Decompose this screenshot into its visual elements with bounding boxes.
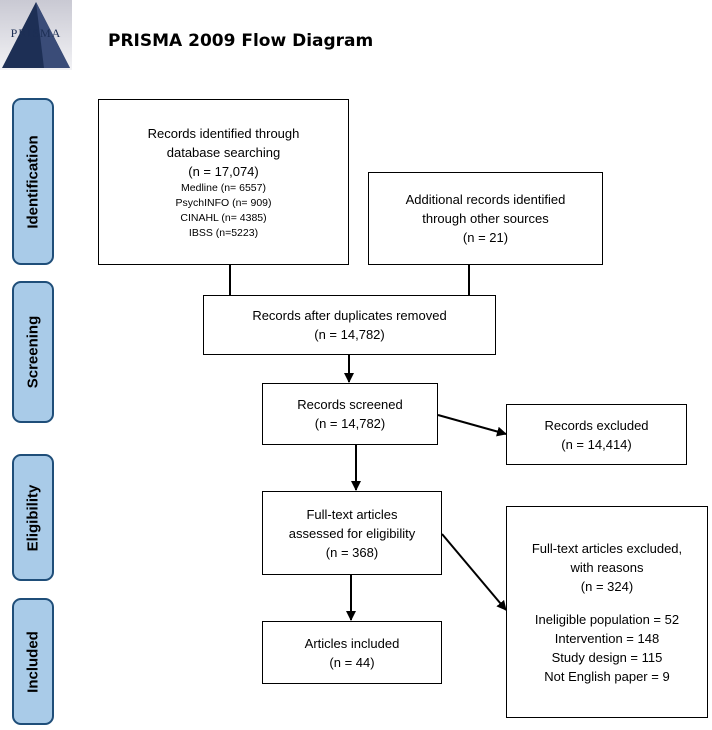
box-count: (n = 14,782) — [314, 416, 386, 431]
stage-screening: Screening — [12, 281, 54, 423]
box-count: (n = 44) — [329, 654, 375, 670]
box-count: (n = 17,074) — [188, 163, 259, 179]
source-medline: Medline (n= 6557) — [181, 181, 266, 194]
box-line: Records screened — [297, 397, 403, 412]
source-ibss: IBSS (n=5223) — [188, 226, 259, 239]
reason-study-design: Study design = 115 — [551, 649, 663, 665]
pyramid-icon — [2, 2, 70, 68]
box-line: Full-text articles excluded, — [531, 540, 683, 556]
box-count: (n = 14,414) — [561, 436, 632, 452]
reason-intervention: Intervention = 148 — [554, 630, 660, 646]
box-line: Full-text articles — [306, 506, 398, 522]
box-count: (n = 21) — [462, 230, 509, 245]
stage-included: Included — [12, 598, 54, 725]
box-count: (n = 14,782) — [314, 327, 385, 342]
box-line: through other sources — [422, 211, 549, 226]
page-title: PRISMA 2009 Flow Diagram — [108, 31, 374, 51]
box-line: with reasons — [570, 559, 644, 575]
box-line: database searching — [166, 144, 281, 160]
reason-not-english: Not English paper = 9 — [544, 668, 670, 684]
source-cinahl: CINAHL (n= 4385) — [180, 211, 267, 224]
box-fulltext-excluded: Full-text articles excluded, with reason… — [506, 506, 708, 718]
reason-ineligible-population: Ineligible population = 52 — [534, 611, 680, 627]
stage-identification: Identification — [12, 98, 54, 265]
box-articles-included: Articles included (n = 44) — [262, 621, 442, 684]
box-line: Articles included — [304, 635, 400, 651]
source-psychinfo: PsychINFO (n= 909) — [175, 196, 272, 209]
stage-eligibility: Eligibility — [12, 454, 54, 581]
box-line: Records after duplicates removed — [252, 308, 447, 323]
prisma-logo: PRISMA — [0, 0, 72, 70]
arrow-screened-to-excluded — [437, 414, 507, 437]
arrow-fulltext-to-excluded — [441, 533, 507, 611]
box-line: Additional records identified — [405, 192, 566, 207]
box-line: Records excluded — [544, 417, 649, 433]
logo-text: PRISMA — [10, 26, 62, 40]
box-count: (n = 368) — [325, 544, 379, 560]
box-line: Records identified through — [147, 125, 300, 141]
box-additional-records: Additional records identified through ot… — [368, 172, 603, 265]
box-count: (n = 324) — [580, 578, 634, 594]
box-fulltext-assessed: Full-text articles assessed for eligibil… — [262, 491, 442, 575]
box-line: assessed for eligibility — [288, 525, 416, 541]
box-records-screened: Records screened (n = 14,782) — [262, 383, 438, 445]
box-records-excluded: Records excluded (n = 14,414) — [506, 404, 687, 465]
box-duplicates-removed: Records after duplicates removed (n = 14… — [203, 295, 496, 355]
box-records-identified: Records identified through database sear… — [98, 99, 349, 265]
